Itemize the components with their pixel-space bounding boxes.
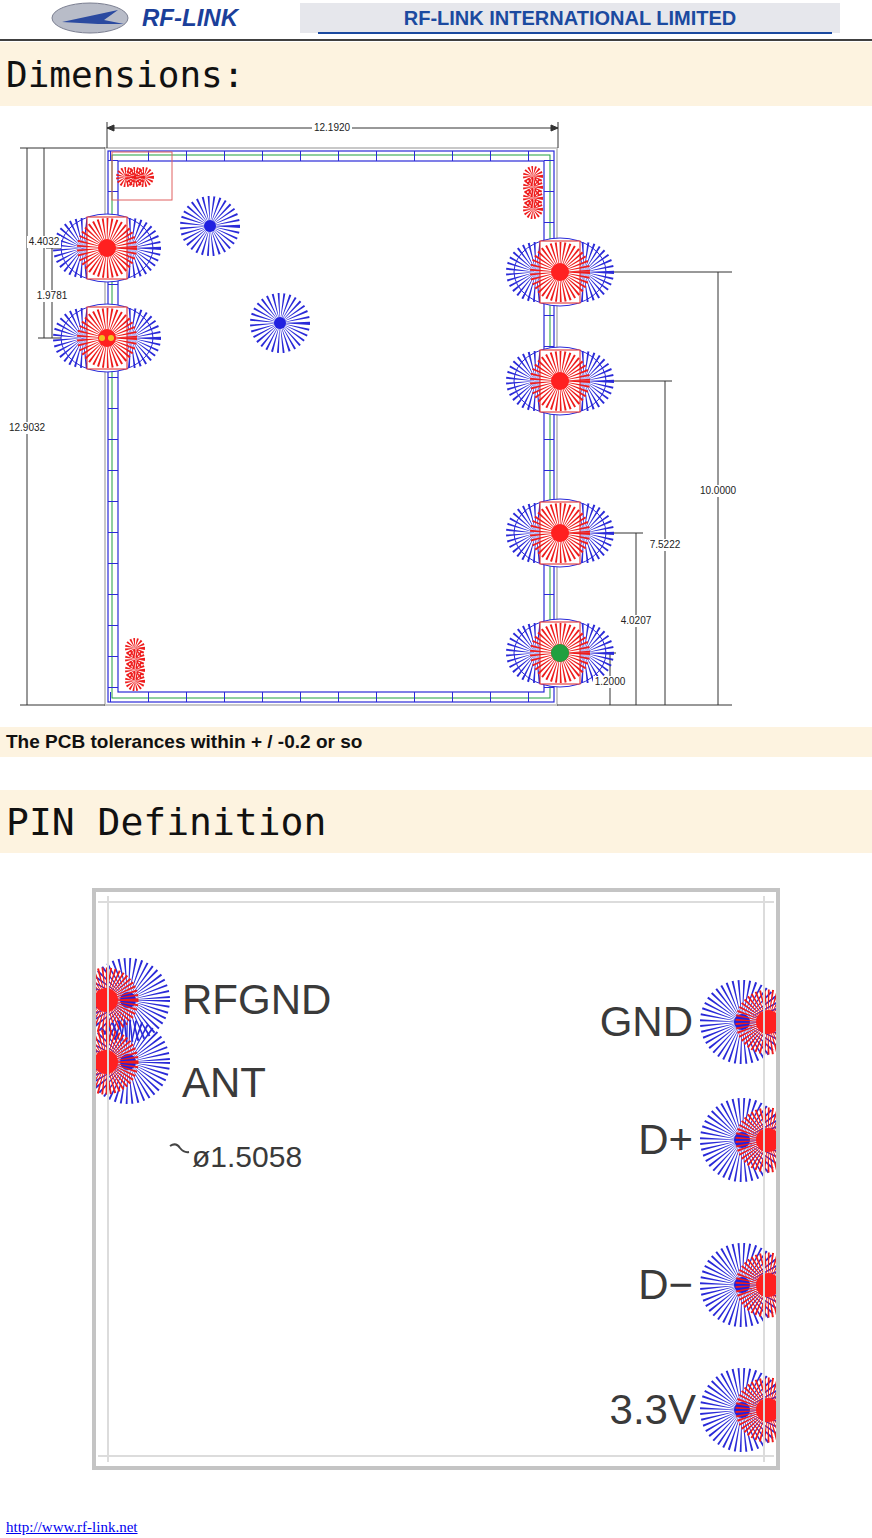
company-name: RF-LINK INTERNATIONAL LIMITED xyxy=(404,7,737,30)
dimension-drawing xyxy=(20,122,732,705)
pin-name: D− xyxy=(638,1261,693,1309)
tolerance-note: The PCB tolerances within + / -0.2 or so xyxy=(6,731,362,753)
dimension-value: 12.1920 xyxy=(312,122,352,134)
pin-name: RFGND xyxy=(182,976,331,1024)
dimension-value: 1.2000 xyxy=(593,676,628,688)
dimension-value: 4.0207 xyxy=(619,615,654,627)
heading-band: PIN Definition xyxy=(0,790,872,853)
section-heading: PIN Definition xyxy=(6,800,326,844)
header-logo xyxy=(0,3,872,40)
pin-name: ANT xyxy=(182,1059,266,1107)
logo-text: RF-LINK xyxy=(142,4,238,32)
pin-drawing xyxy=(0,880,872,1480)
url: http://www.rf-link.net xyxy=(6,1519,138,1536)
dimension-value: 10.0000 xyxy=(698,485,738,497)
heading-band: Dimensions: xyxy=(0,42,872,106)
section-heading: Dimensions: xyxy=(6,54,244,95)
pin-name: D+ xyxy=(638,1116,693,1164)
heading-band: The PCB tolerances within + / -0.2 or so xyxy=(0,727,872,757)
pin-name: GND xyxy=(600,998,693,1046)
dimension-value: 1.9781 xyxy=(35,290,70,302)
diameter-label: ø1.5058 xyxy=(192,1140,302,1175)
pin-name: 3.3V xyxy=(610,1386,696,1434)
dimension-value: 4.4032 xyxy=(27,236,62,248)
dimension-value: 7.5222 xyxy=(648,539,683,551)
dimension-value: 12.9032 xyxy=(7,422,47,434)
